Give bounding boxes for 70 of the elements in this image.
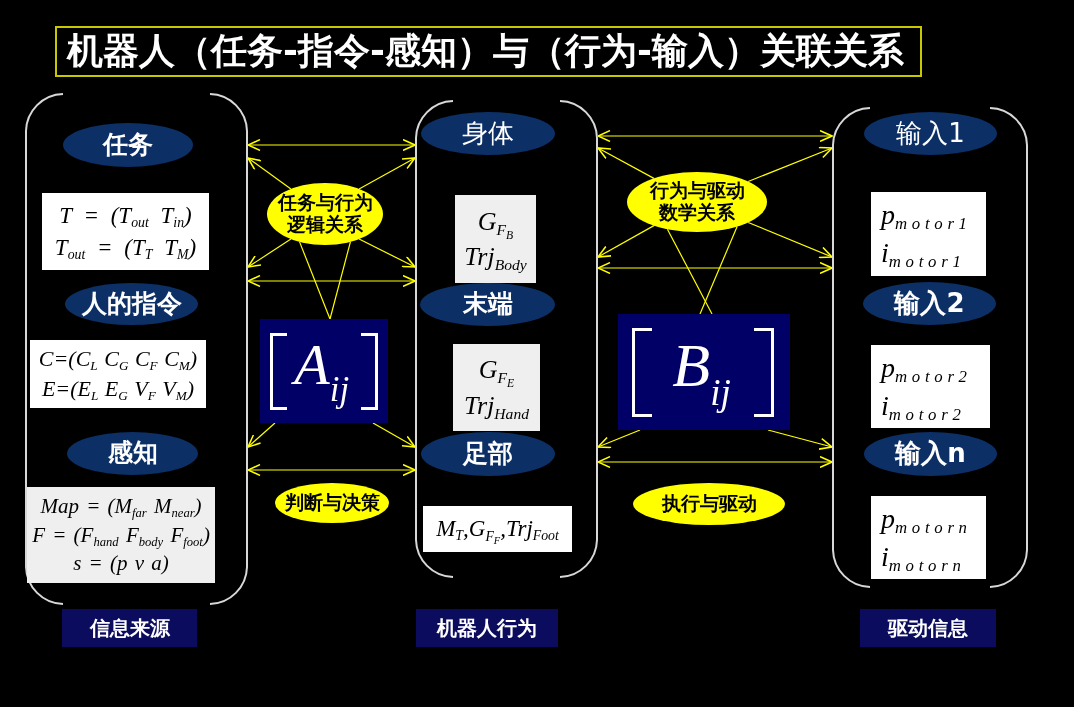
callout-ellipse: 行为与驱动数学关系 [627, 172, 767, 232]
label-ellipse: 输入1 [864, 112, 997, 155]
formula: p$_{motorn}$ [881, 501, 972, 538]
label-ellipse: 身体 [421, 112, 555, 155]
connector-line [666, 228, 713, 315]
arrow [247, 422, 276, 448]
bracket-frame [25, 93, 248, 605]
double-arrow [597, 261, 833, 275]
formula: p$_{motor1}$ [881, 198, 972, 234]
formula-box [27, 487, 215, 583]
arrow [597, 225, 655, 258]
formula-box [455, 195, 536, 283]
formula: Trj$_{Body}$ [464, 241, 527, 275]
double-arrow [597, 455, 833, 469]
bracket-frame [415, 100, 598, 578]
label-box: 驱动信息 [860, 609, 996, 647]
formula: C=(C$_{L}$ C$_{G}$ C$_{F}$ C$_{M}$) [38, 345, 198, 374]
formula-box [871, 345, 990, 428]
formula: T = (T$_{out}$ T$_{in}$) [59, 202, 192, 232]
arrow [358, 157, 416, 190]
double-arrow [597, 129, 833, 143]
formula: s = (p v a) [73, 550, 169, 578]
formula: F = (F$_{hand}$ F$_{body}$ F$_{foot}$) [32, 521, 210, 550]
arrow [372, 422, 416, 448]
connector-line [329, 241, 352, 320]
formula: p$_{motor2}$ [881, 350, 972, 387]
connector-line [699, 225, 738, 315]
double-arrow [247, 463, 416, 477]
formula-box [871, 192, 986, 276]
callout-ellipse: 任务与行为逻辑关系 [267, 183, 383, 245]
label-box: 机器人行为 [416, 609, 558, 647]
formula: Map = (M$_{far}$ M$_{near}$) [40, 493, 202, 521]
label-ellipse: 感知 [67, 432, 198, 475]
formula: T$_{out}$ = (T$_{T}$ T$_{M}$) [54, 233, 197, 263]
matrix-symbol: B$_{ij}$ [672, 330, 732, 415]
title-banner: 机器人（任务-指令-感知）与（行为-输入）关联关系 [55, 26, 922, 77]
formula: i$_{motor1}$ [881, 236, 966, 272]
label-ellipse: 任务 [63, 123, 193, 167]
double-arrow [247, 138, 416, 152]
formula: Trj$_{Hand}$ [464, 389, 529, 423]
callout-ellipse: 执行与驱动 [633, 483, 785, 525]
connector-line [298, 241, 331, 320]
formula: E=(E$_{L}$ E$_{G}$ V$_{F}$ V$_{M}$) [41, 375, 195, 404]
formula: i$_{motorn}$ [881, 539, 966, 576]
arrow [247, 157, 292, 190]
matrix-box [618, 314, 790, 430]
arrow [358, 238, 416, 268]
label-ellipse: 输入n [864, 432, 997, 476]
arrow [747, 146, 833, 183]
arrow [767, 429, 833, 450]
formula: M$_{T}$,G$_{F}$$_{F}$,Trj$_{Foot}$ [436, 515, 559, 545]
label-ellipse: 末端 [420, 283, 555, 326]
label-ellipse: 人的指令 [65, 283, 198, 325]
arrow [747, 221, 833, 259]
arrow [597, 147, 655, 179]
formula-box [42, 193, 209, 270]
formula: i$_{motor2}$ [881, 388, 966, 425]
label-ellipse: 足部 [421, 432, 555, 476]
arrow [247, 238, 292, 268]
matrix-box [260, 319, 388, 423]
label-box: 信息来源 [62, 609, 197, 647]
double-arrow [247, 274, 416, 288]
formula-box [871, 496, 986, 579]
formula-box [453, 344, 540, 431]
bracket-frame [832, 107, 1028, 588]
label-ellipse: 输入2 [863, 282, 996, 325]
formula-box [30, 340, 206, 408]
callout-ellipse: 判断与决策 [275, 483, 389, 523]
formula-box [423, 506, 572, 552]
arrow [597, 429, 641, 449]
